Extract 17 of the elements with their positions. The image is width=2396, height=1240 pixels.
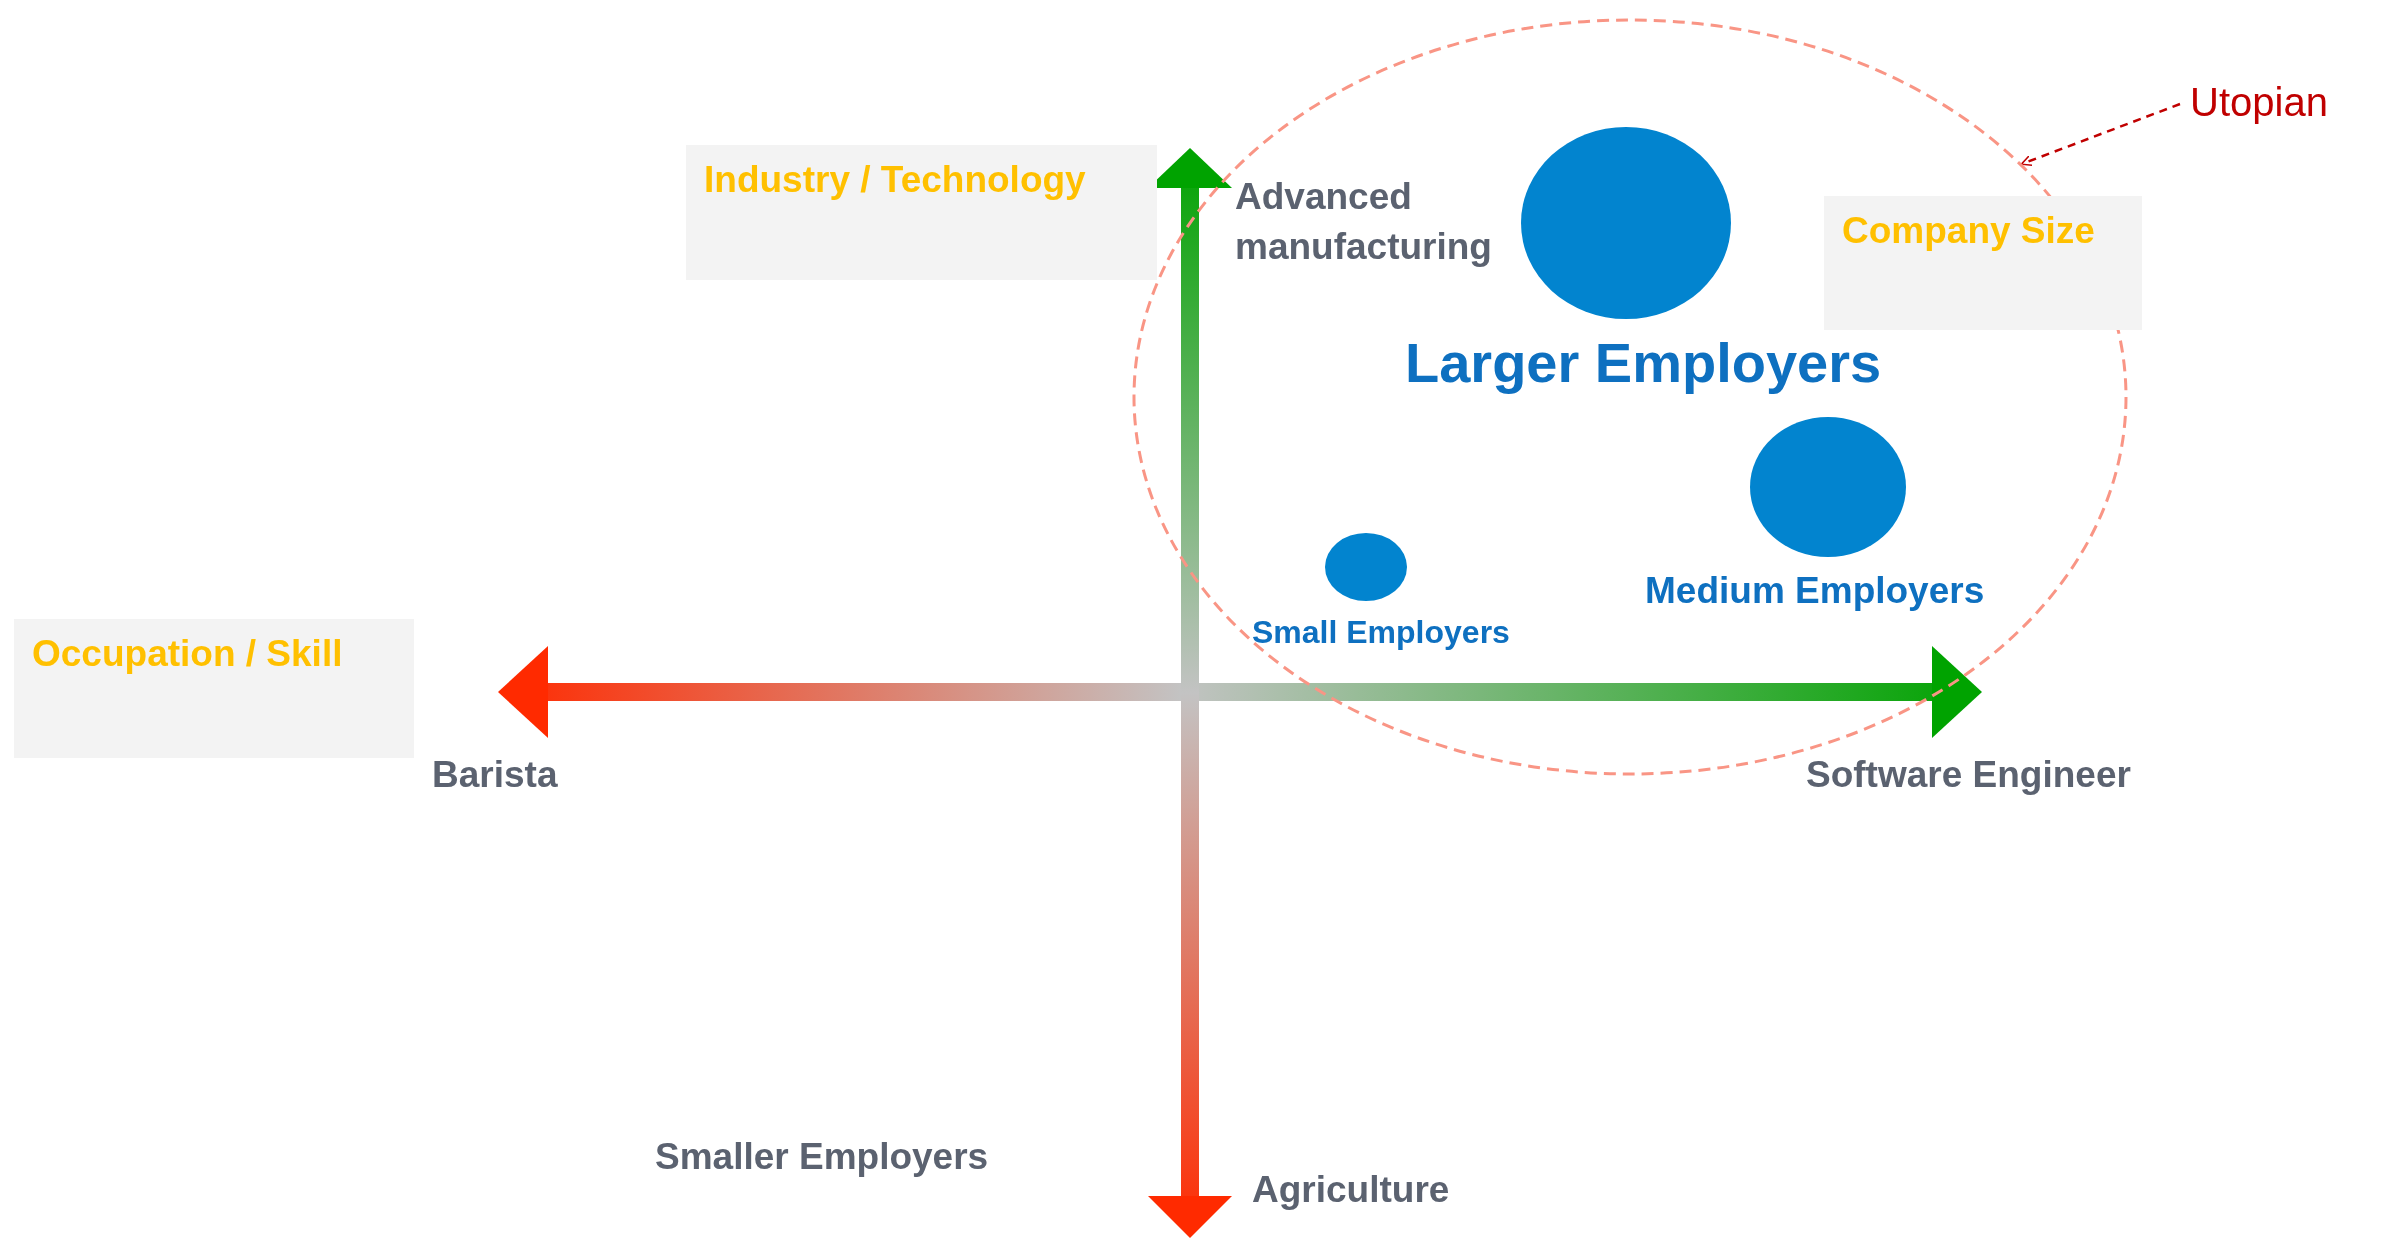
axis-label: Software Engineer (1806, 753, 2132, 797)
employer-bubble (1750, 417, 1906, 557)
axis-title: Company Size (1842, 209, 2096, 253)
employer-bubble (1325, 533, 1407, 601)
axis-label: Agriculture (1252, 1168, 1451, 1212)
bubble-caption: Small Employers (1252, 613, 1511, 652)
dashed-arrow (2020, 102, 2181, 167)
bubble-caption: Larger Employers (1405, 330, 1883, 396)
bubble-caption: Medium Employers (1645, 569, 1986, 613)
axis-label: Advanced manufacturing (1235, 175, 1493, 269)
axis-title: Occupation / Skill (32, 632, 344, 676)
employer-bubble (1521, 127, 1731, 319)
axis-title-box (686, 145, 1157, 280)
axis-label: Barista (432, 753, 559, 797)
callout-text: Utopian (2190, 72, 2328, 132)
axis-title: Industry / Technology (704, 158, 1087, 202)
axis-label: Smaller Employers (655, 1135, 990, 1179)
